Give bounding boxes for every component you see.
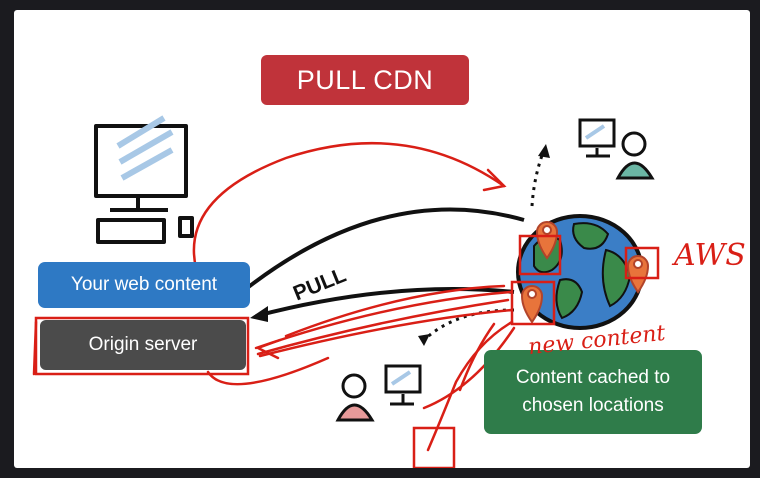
web-content-box: Your web content <box>38 262 250 308</box>
pull-arrow-upper <box>240 207 525 294</box>
location-pin-icon <box>520 221 650 324</box>
user-at-computer-icon <box>578 118 655 180</box>
user-at-computer-icon <box>335 364 422 422</box>
origin-server-box: Origin server <box>40 320 246 370</box>
desktop-computer-icon <box>94 115 194 244</box>
arrowhead <box>418 334 430 346</box>
page-title: PULL CDN <box>261 55 469 105</box>
arrowhead <box>538 144 550 158</box>
slide-canvas: PULL CDN Your web content Origin server … <box>14 10 750 468</box>
aws-annotation: AWS <box>674 238 746 273</box>
pull-arrow <box>255 287 515 318</box>
content-cached-box: Content cached to chosen locations <box>484 350 702 434</box>
dotted-arrow <box>530 149 546 207</box>
arrowhead <box>250 306 268 322</box>
illustration-layer <box>32 115 660 468</box>
